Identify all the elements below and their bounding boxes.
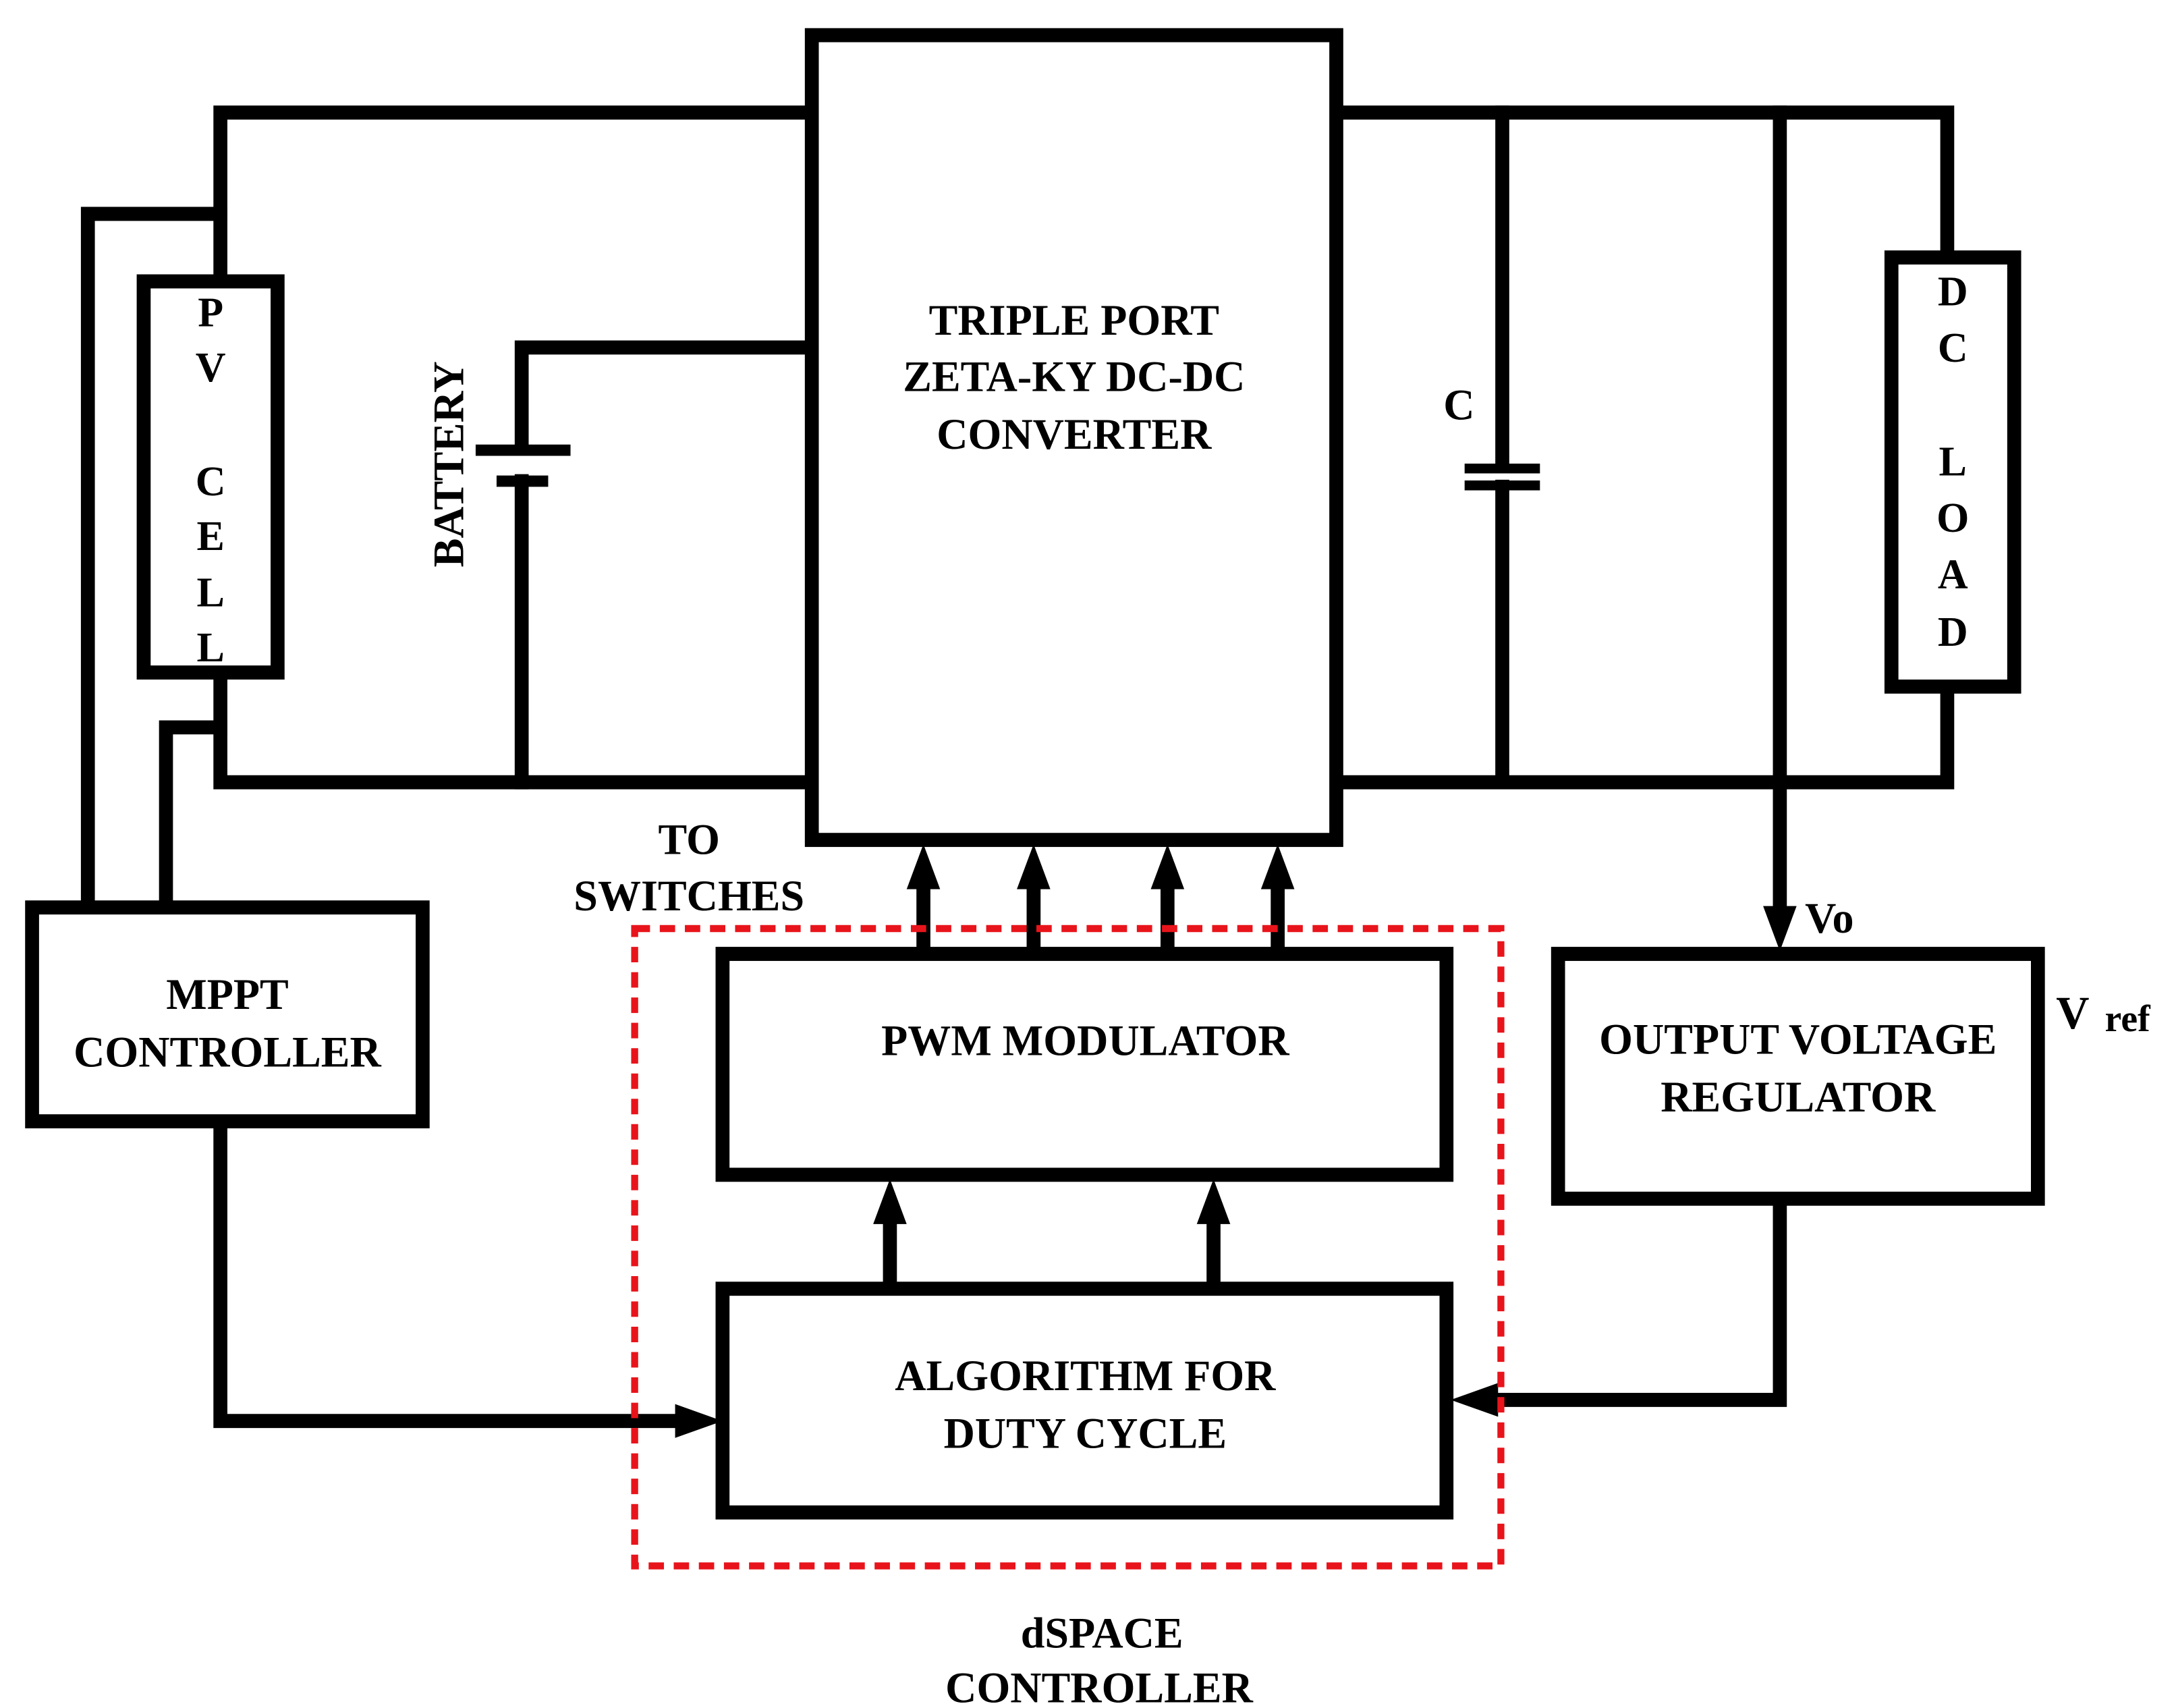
arrow-switch-2 xyxy=(1017,844,1051,889)
duty-cycle-algorithm-box xyxy=(715,1282,1454,1520)
arrow-switch-3 xyxy=(1150,844,1185,889)
vo-label: Vo xyxy=(1805,894,1853,942)
capacitor-symbol: C xyxy=(1443,381,1540,491)
pv-cell-letter-p: P xyxy=(198,290,223,335)
wiring xyxy=(80,105,1955,1429)
dc-load-letter-a: A xyxy=(1938,551,1968,597)
wire-output-bottom-bus xyxy=(1335,679,1955,790)
mppt-label-line-1: MPPT xyxy=(166,970,288,1018)
wire-pv-top-to-converter xyxy=(213,105,816,289)
arrow-vo-to-regulator xyxy=(1763,906,1797,952)
wire-pv-bottom-to-converter xyxy=(213,665,816,790)
converter-box xyxy=(804,28,1343,848)
mppt-controller-block: MPPT CONTROLLER xyxy=(25,900,430,1129)
pwm-modulator-box xyxy=(715,947,1454,1182)
converter-label-line-3: CONVERTER xyxy=(937,410,1212,458)
wire-mppt-sense-top xyxy=(80,206,227,915)
battery-symbol: BATTERY xyxy=(425,361,571,568)
arrow-switch-1 xyxy=(906,844,941,889)
dc-load-letter-d2: D xyxy=(1938,609,1968,655)
output-voltage-regulator-box xyxy=(1551,947,2045,1206)
pv-cell-block: P V C E L L xyxy=(136,274,285,680)
pv-cell-letter-l2: L xyxy=(196,625,224,671)
algorithm-label-line-2: DUTY CYCLE xyxy=(944,1409,1227,1457)
pv-cell-letter-c: C xyxy=(196,459,226,505)
to-switches-label: TO SWITCHES xyxy=(574,815,804,920)
dc-load-block: D C L O A D xyxy=(1884,250,2021,694)
dspace-caption-line-1: dSPACE xyxy=(1021,1609,1183,1657)
converter-block: TRIPLE PORT ZETA-KY DC-DC CONVERTER xyxy=(804,28,1343,848)
pv-cell-letter-e: E xyxy=(196,514,224,559)
wire-output-top-bus xyxy=(1335,105,1955,265)
wire-mppt-to-algorithm xyxy=(213,1114,688,1429)
dc-load-letter-o: O xyxy=(1936,495,1969,541)
pwm-modulator-label: PWM MODULATOR xyxy=(881,1016,1290,1064)
dc-load-letter-d: D xyxy=(1938,269,1968,314)
wire-regulator-to-algorithm xyxy=(1488,1200,1787,1407)
vref-label: V ref xyxy=(2056,987,2151,1040)
arrow-regulator-to-algorithm xyxy=(1451,1383,1499,1417)
battery-label: BATTERY xyxy=(425,361,473,567)
pv-cell-box xyxy=(136,274,285,680)
algorithm-label-line-1: ALGORITHM FOR xyxy=(895,1352,1277,1400)
duty-cycle-algorithm-block: ALGORITHM FOR DUTY CYCLE xyxy=(715,1282,1454,1520)
regulator-label-line-1: OUTPUT VOLTAGE xyxy=(1599,1015,1997,1063)
dc-load-box xyxy=(1884,250,2021,694)
pv-cell-letter-v: V xyxy=(196,345,226,391)
to-switches-line-1: TO xyxy=(659,815,720,863)
dc-load-letter-c: C xyxy=(1938,325,1968,371)
capacitor-label: C xyxy=(1443,381,1474,429)
converter-label-line-2: ZETA-KY DC-DC xyxy=(903,352,1245,400)
arrowheads xyxy=(675,844,1797,1438)
converter-label-line-1: TRIPLE PORT xyxy=(929,296,1219,344)
dspace-caption-line-2: CONTROLLER xyxy=(945,1663,1254,1708)
pwm-modulator-block: PWM MODULATOR xyxy=(715,947,1454,1182)
regulator-label-line-2: REGULATOR xyxy=(1661,1073,1936,1121)
mppt-label-line-2: CONTROLLER xyxy=(74,1028,382,1076)
dspace-controller-caption: dSPACE CONTROLLER xyxy=(945,1609,1254,1708)
arrow-mppt-to-algorithm xyxy=(675,1404,723,1438)
arrow-switch-4 xyxy=(1260,844,1295,889)
wire-mppt-sense-bottom xyxy=(159,720,227,915)
vref-label-main: V xyxy=(2056,987,2089,1039)
arrow-algo-to-pwm-2 xyxy=(1196,1179,1231,1224)
to-switches-line-2: SWITCHES xyxy=(574,872,804,920)
dc-load-letter-l: L xyxy=(1939,439,1967,485)
output-voltage-regulator-block: OUTPUT VOLTAGE REGULATOR xyxy=(1551,947,2045,1206)
wire-battery-top xyxy=(514,340,816,455)
pv-cell-letter-l1: L xyxy=(196,570,224,615)
mppt-controller-box xyxy=(25,900,430,1129)
dspace-boundary xyxy=(631,925,1505,1570)
vref-label-subscript: ref xyxy=(2105,998,2151,1040)
arrow-algo-to-pwm-1 xyxy=(873,1179,907,1224)
